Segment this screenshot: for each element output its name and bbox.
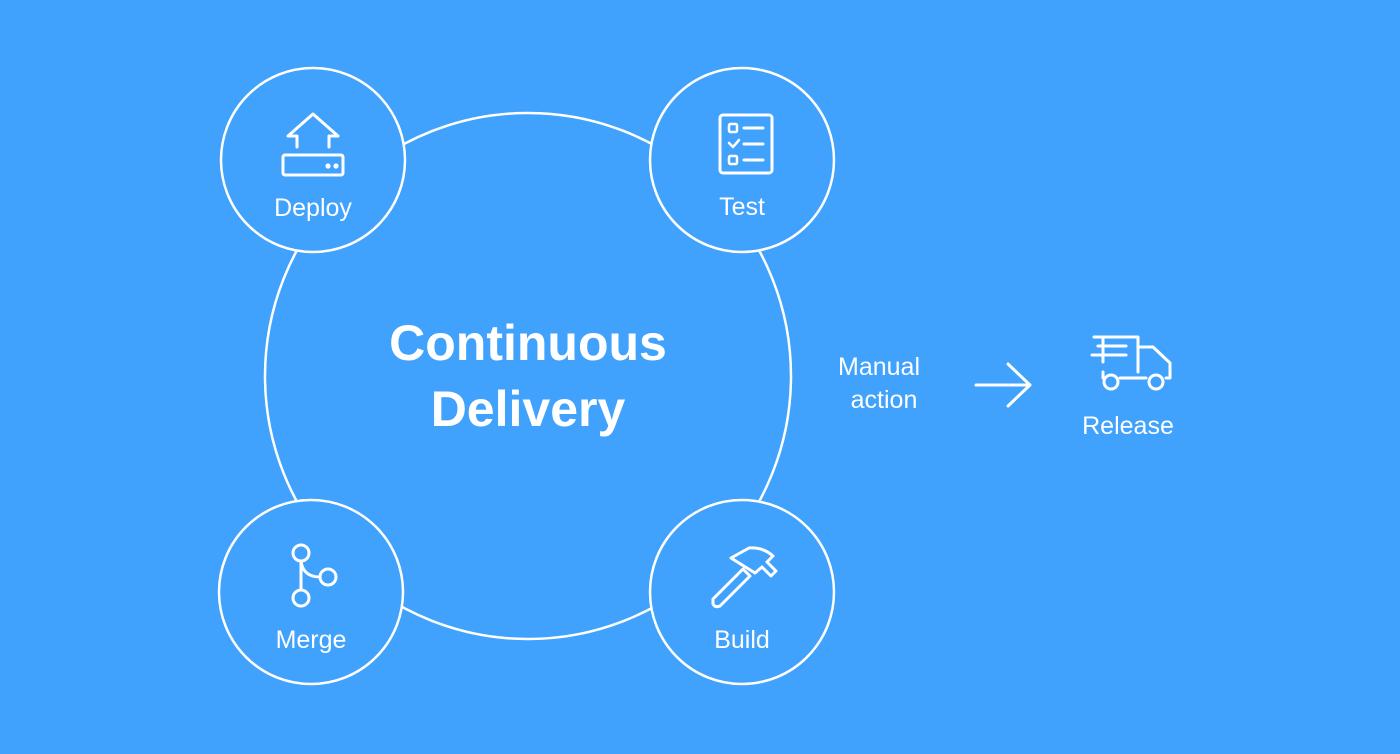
test-label: Test	[719, 193, 765, 221]
delivery-truck-icon	[1090, 335, 1172, 391]
test-node-circle	[648, 66, 836, 254]
build-label: Build	[714, 626, 770, 654]
merge-node: Merge	[217, 498, 405, 686]
deploy-node-circle	[219, 66, 407, 254]
upload-arrow-icon	[281, 112, 345, 177]
arrow-right-icon	[974, 362, 1032, 408]
git-merge-icon	[291, 543, 338, 608]
deploy-label: Deploy	[274, 194, 352, 222]
center-title-line2: Delivery	[431, 381, 626, 437]
release-label: Release	[1082, 412, 1174, 440]
merge-node-circle	[217, 498, 405, 686]
test-node: Test	[648, 66, 836, 254]
merge-label: Merge	[276, 626, 347, 654]
manual-action-line2: action	[851, 386, 918, 414]
manual-action-line1: Manual	[838, 353, 920, 381]
build-node-circle	[648, 498, 836, 686]
checklist-icon	[718, 113, 774, 175]
cycle-ring	[263, 111, 793, 641]
build-node: Build	[648, 498, 836, 686]
center-title-line1: Continuous	[389, 315, 667, 371]
deploy-node: Deploy	[219, 66, 407, 254]
hammer-icon	[711, 546, 778, 609]
release-block: Release	[1082, 335, 1174, 440]
